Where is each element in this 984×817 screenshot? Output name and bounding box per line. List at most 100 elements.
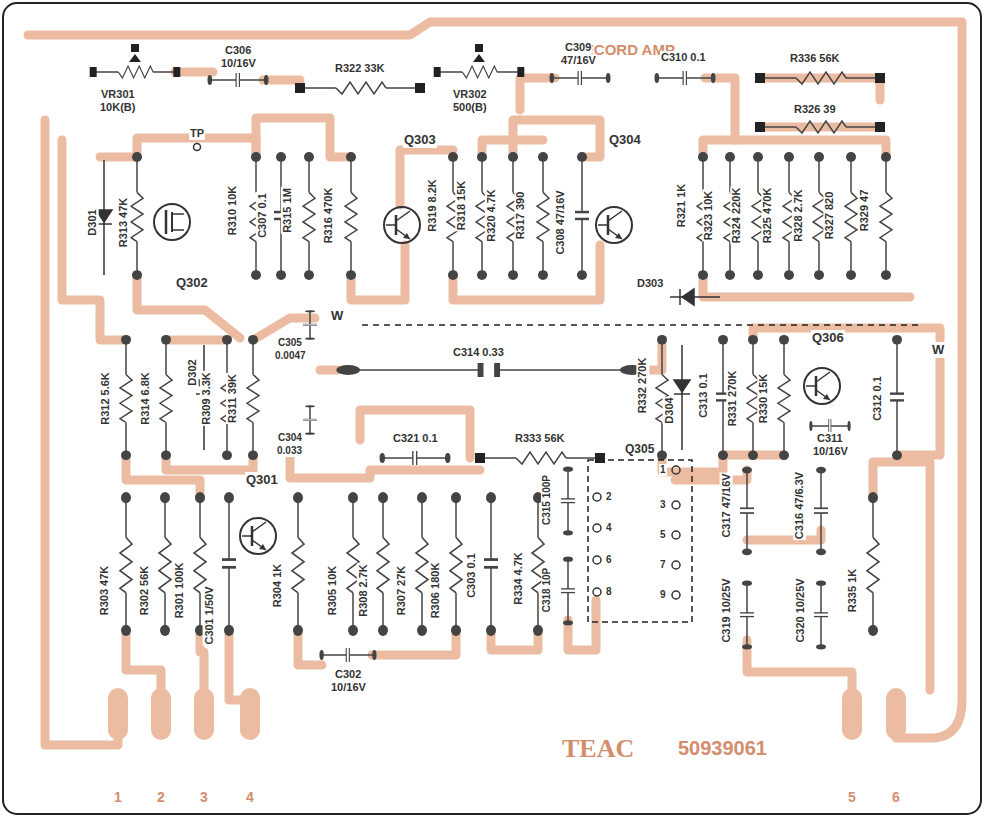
resistor-symbol [292, 492, 304, 636]
copper-trace [760, 78, 880, 127]
component-label: D303 [636, 277, 664, 290]
copper-trace [166, 455, 253, 470]
component-label: 47/16V [560, 54, 597, 67]
copper-trace [320, 340, 662, 370]
marker [129, 54, 141, 62]
resistor-symbol [303, 152, 315, 280]
copper-trace [175, 72, 300, 80]
capacitor-symbol [207, 73, 268, 87]
component-label: 4 [245, 789, 255, 806]
component-label: C311 [816, 432, 844, 445]
resistor-symbol [434, 66, 525, 78]
resistor-symbol [295, 82, 425, 94]
marker [672, 591, 680, 599]
component-label: 2 [156, 789, 166, 806]
capacitor-symbol [561, 557, 575, 626]
capacitor-symbol [303, 310, 317, 340]
component-label: 1 [113, 789, 123, 806]
copper-trace [747, 640, 852, 700]
resistor-symbol [90, 66, 892, 636]
component-label: C315 100P [541, 474, 553, 526]
capacitor-symbol [814, 581, 828, 650]
component-label: C304 [277, 432, 303, 444]
component-label: 6 [605, 554, 613, 566]
component-label: 3 [199, 789, 209, 806]
component-label: R324 220K [730, 187, 743, 245]
transistor-symbol [240, 518, 276, 554]
component-label: VR301 [100, 88, 136, 101]
edge-finger [108, 688, 906, 740]
component-label: R325 470K [761, 187, 774, 245]
component-label: Q302 [175, 275, 209, 291]
component-label: R336 56K [789, 52, 841, 65]
component-label: Q301 [245, 472, 279, 488]
marker [672, 561, 680, 569]
component-label: C317 47/16V [720, 472, 733, 538]
marker [362, 324, 918, 326]
component-label: C320 10/25V [794, 577, 807, 643]
resistor-symbol [475, 452, 605, 464]
resistor-symbol [537, 152, 549, 280]
resistor-symbol [120, 335, 132, 460]
resistor-symbol [131, 152, 143, 280]
copper-trace [100, 138, 256, 157]
component-label: 6 [891, 789, 901, 806]
component-label: C302 [334, 668, 362, 681]
marker [475, 44, 483, 52]
copper-trace [747, 530, 821, 540]
resistor-symbol [450, 492, 462, 636]
marker [129, 44, 918, 622]
resistor-symbol [867, 492, 879, 636]
transistor-symbol [804, 368, 840, 404]
resistor-symbol [120, 492, 132, 636]
edge-finger [194, 688, 214, 740]
copper-trace [256, 118, 351, 157]
capacitor-symbol [380, 451, 451, 465]
component-label: R306 180K [429, 562, 442, 620]
component-label: R333 56K [514, 432, 566, 445]
component-label: 10/16V [812, 445, 849, 458]
diode-symbol [96, 160, 720, 450]
copper-trace [753, 328, 940, 455]
component-label: 50939061 [677, 736, 768, 760]
resistor-symbol [377, 492, 389, 636]
component-label: 9 [659, 589, 667, 601]
component-label: C303 0.1 [465, 552, 478, 599]
marker [194, 144, 201, 151]
component-label: R308 2.7K [357, 563, 370, 618]
component-label: 500(B) [452, 101, 488, 114]
copper-trace [675, 470, 747, 480]
component-label: R326 39 [793, 103, 837, 116]
edge-finger [240, 688, 260, 740]
component-label: R313 47K [117, 197, 130, 249]
component-label: R314 6.8K [139, 371, 152, 426]
capacitor-symbol [319, 648, 376, 662]
component-label: R332 270K [636, 357, 649, 415]
component-label: R335 1K [846, 568, 859, 613]
edge-finger [151, 688, 171, 740]
capacitor-symbol [814, 467, 828, 556]
capacitor-symbol [740, 581, 754, 650]
component-label: 10/16V [220, 57, 257, 70]
component-label: D304 [663, 396, 676, 424]
component-label: 4 [605, 522, 613, 534]
component-label: TP [189, 127, 205, 140]
resistor-symbol [845, 152, 857, 280]
component-label: R301 100K [173, 562, 186, 620]
component-label: TEAC [561, 733, 635, 764]
component-label: C305 [277, 337, 303, 349]
component-label: R323 10K [702, 190, 715, 242]
copper-trace [703, 275, 910, 297]
marker [131, 44, 139, 52]
component-label: R305 10K [326, 565, 339, 617]
component-label: 3 [659, 499, 667, 511]
component-label: R328 2.7K [792, 188, 805, 243]
capacitor-symbol [561, 467, 575, 536]
resistor-symbol [755, 121, 885, 133]
capacitor-symbol [740, 467, 754, 556]
resistor-symbol [345, 152, 357, 280]
component-label: 10/16V [330, 681, 367, 694]
copper-trace [229, 630, 322, 700]
component-label: C309 [564, 41, 592, 54]
